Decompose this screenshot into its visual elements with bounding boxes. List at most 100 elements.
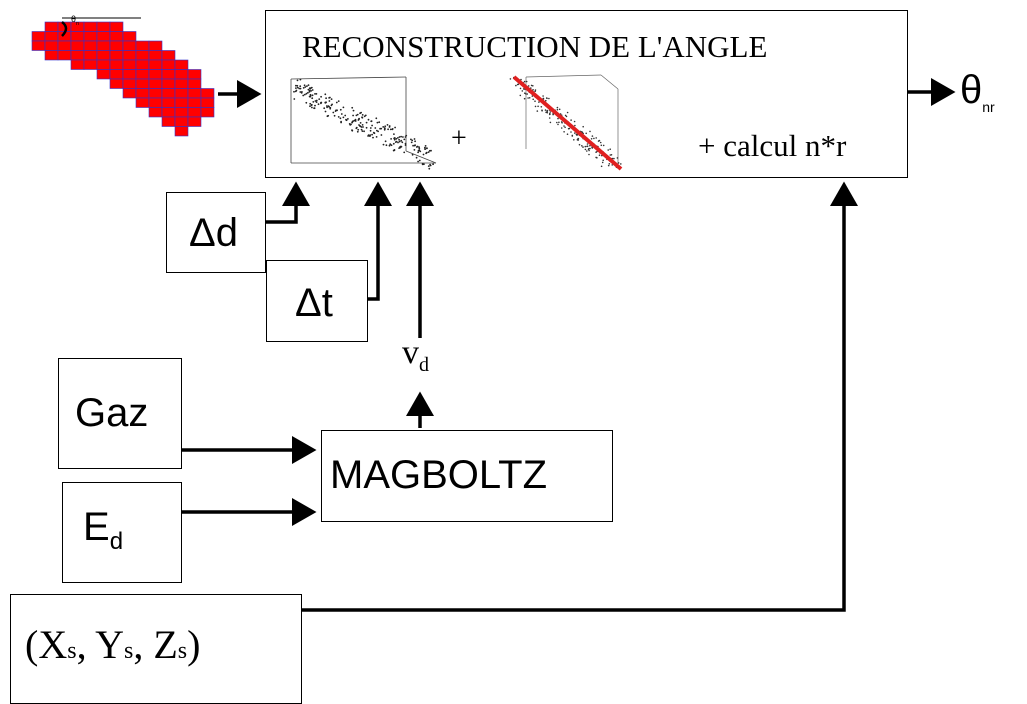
projection-point [413, 138, 416, 140]
projection-point [532, 89, 534, 91]
projection-point [428, 149, 431, 152]
projection-point [600, 165, 603, 168]
projection-point [309, 87, 312, 90]
projection-point [391, 128, 394, 130]
projection-point [421, 163, 424, 166]
projection-point [549, 111, 552, 113]
projection-point [315, 99, 318, 102]
projection-point [556, 108, 559, 111]
track-cell [70, 50, 85, 61]
projection-point [329, 107, 332, 110]
projection-point [532, 85, 534, 87]
projection-point [293, 98, 296, 100]
projection-point [327, 114, 330, 117]
projection-point [577, 137, 579, 140]
projection-point [326, 105, 328, 107]
projection-point [526, 93, 529, 95]
projection-point [424, 145, 427, 147]
projection-point [385, 144, 388, 147]
projection-point [595, 137, 597, 139]
track-cell [109, 69, 124, 80]
projection-point [371, 133, 373, 136]
delta-d-arrow [266, 181, 310, 224]
projection-point [325, 97, 327, 100]
track-cell [44, 40, 59, 51]
projection-point [566, 111, 569, 114]
projection-point [347, 118, 349, 120]
vd-symbol: v [402, 334, 419, 371]
projection-point [295, 84, 297, 87]
projection-point [404, 142, 407, 145]
track-cell [161, 107, 176, 118]
projection-point [412, 144, 414, 147]
track-cell [135, 97, 150, 108]
projection-point [323, 107, 326, 110]
projection-point [525, 80, 528, 83]
projection-point [362, 126, 364, 128]
projection-point [305, 101, 308, 104]
projection-point [602, 144, 605, 147]
projection-point [363, 115, 366, 118]
track-cell [83, 59, 98, 70]
projection-point [429, 164, 432, 167]
projection-point [356, 113, 359, 116]
projection-point [542, 97, 545, 100]
track-cell [122, 78, 137, 89]
projection-point [382, 143, 385, 146]
magboltz-box: MAGBOLTZ [321, 430, 613, 522]
track-cell [109, 40, 124, 51]
track-cell [122, 50, 137, 61]
projection-point [345, 119, 348, 122]
projection-point [332, 111, 335, 114]
projection-point [304, 86, 307, 88]
projection-point [607, 149, 609, 151]
projection-point [588, 153, 590, 156]
gaz-box: Gaz [58, 358, 182, 469]
projection-point [548, 117, 551, 119]
projection-point [520, 78, 522, 81]
projection-point [417, 160, 419, 163]
track-cell [70, 31, 85, 42]
projection-point [296, 86, 299, 89]
track-cell [109, 78, 124, 89]
projection-point [352, 114, 354, 117]
track-cell [83, 40, 98, 51]
projection-point [570, 119, 572, 121]
projection-point [417, 151, 419, 154]
track-cell [161, 88, 176, 99]
track-cell [148, 69, 163, 80]
track-cell [161, 78, 176, 89]
projection-point [369, 127, 372, 129]
projection-point [397, 141, 399, 144]
projection-point [335, 109, 337, 112]
projection-point [361, 116, 363, 119]
ed-box: Ed [62, 482, 182, 583]
track-cell [161, 50, 176, 61]
projection-point [522, 88, 525, 90]
projection-point [546, 109, 549, 112]
projection-point [418, 159, 421, 162]
track-cell [96, 40, 111, 51]
projection-point [324, 110, 327, 113]
projection-point [383, 128, 386, 131]
coords-x-sub: s [67, 638, 77, 664]
projection-point [401, 141, 404, 144]
projection-point [313, 107, 316, 110]
vd-label: vd [402, 334, 429, 384]
track-cell [187, 107, 202, 118]
projection-point [400, 145, 403, 148]
projection-point [564, 114, 567, 117]
track-projection-plot-2 [509, 74, 623, 171]
projection-point [344, 114, 347, 117]
projection-point [302, 94, 305, 97]
projection-point [557, 117, 559, 120]
calcul-label: + calcul n*r [698, 128, 847, 163]
projection-point [333, 114, 336, 117]
projection-point [359, 112, 361, 115]
projection-point [545, 111, 547, 114]
output-theta-sub: nr [982, 99, 995, 115]
projection-point [384, 140, 387, 143]
projection-point [424, 148, 427, 150]
projection-point [424, 146, 426, 149]
